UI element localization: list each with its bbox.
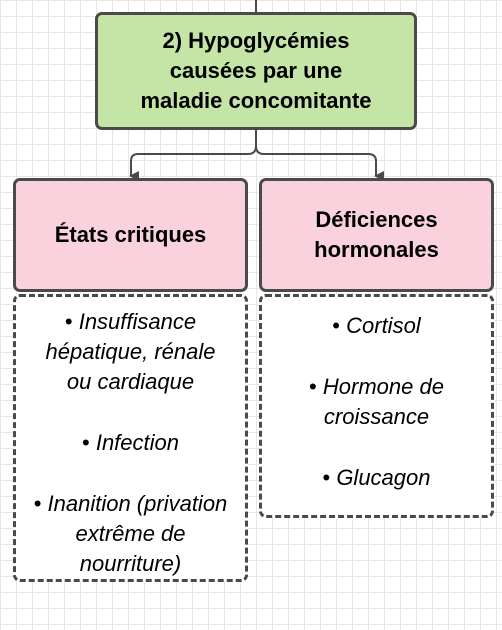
list-item-text: Infection <box>95 430 179 455</box>
list-deficiences-hormonales: • Cortisol • Hormone de croissance • Glu… <box>259 294 494 518</box>
category-label-etats-critiques: États critiques <box>54 222 207 247</box>
category-node-etats-critiques: États critiques <box>13 178 248 292</box>
list-item: • Hormone de croissance <box>262 372 491 432</box>
bullet-marker: • <box>33 491 42 516</box>
bullet-marker: • <box>332 313 340 338</box>
list-item: • Cortisol <box>262 311 491 341</box>
list-item-text: Cortisol <box>346 313 421 338</box>
connector-to-deficiences-hormonales <box>255 130 384 181</box>
list-item: • Inanition (privation extrême de nourri… <box>16 489 245 579</box>
bullet-marker: • <box>309 374 317 399</box>
list-item-text: Glucagon <box>336 465 431 490</box>
list-etats-critiques: • Insuffisance hépatique, rénale ou card… <box>13 294 248 582</box>
list-item: • Glucagon <box>262 463 491 493</box>
list-item: • Infection <box>16 428 245 458</box>
list-item-text: Inanition (privation extrême de nourritu… <box>47 491 228 576</box>
list-item-text: Insuffisance hépatique, rénale ou cardia… <box>45 309 216 394</box>
connector-to-etats-critiques <box>129 130 257 181</box>
main-title-text: 2) Hypoglycémies causées par une maladie… <box>140 28 372 113</box>
bullet-marker: • <box>322 465 331 490</box>
category-node-deficiences-hormonales: Déficiences hormonales <box>259 178 494 292</box>
bullet-marker: • <box>82 430 90 455</box>
list-item-text: Hormone de croissance <box>322 374 444 429</box>
main-title-node: 2) Hypoglycémies causées par une maladie… <box>95 12 417 130</box>
category-label-deficiences-hormonales: Déficiences hormonales <box>314 207 439 262</box>
list-item: • Insuffisance hépatique, rénale ou card… <box>16 307 245 397</box>
bullet-marker: • <box>64 309 73 334</box>
